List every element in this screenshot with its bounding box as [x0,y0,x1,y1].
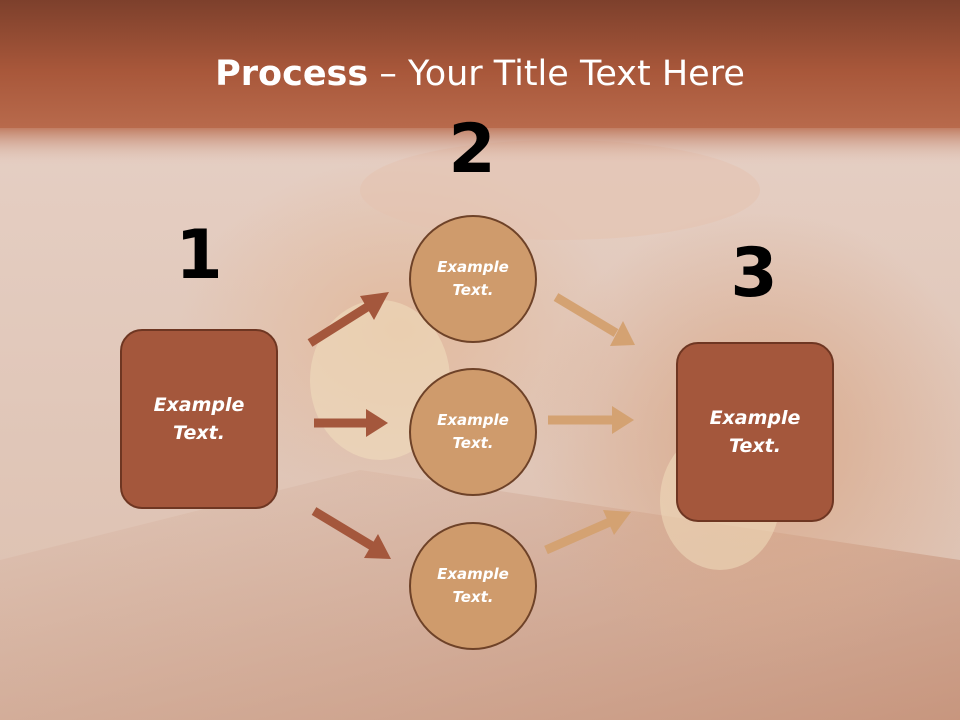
right-box: Example Text. [676,342,834,522]
title-bold: Process [215,54,369,94]
step-number-3: 3 [730,234,778,313]
left-box: Example Text. [120,329,278,509]
title-rest: – Your Title Text Here [368,54,745,94]
step-number-2: 2 [448,110,496,189]
circle-bottom: Example Text. [409,522,537,650]
step-number-1: 1 [175,216,223,295]
circle-top: Example Text. [409,215,537,343]
circle-middle: Example Text. [409,368,537,496]
slide-title: Process – Your Title Text Here [0,54,960,94]
